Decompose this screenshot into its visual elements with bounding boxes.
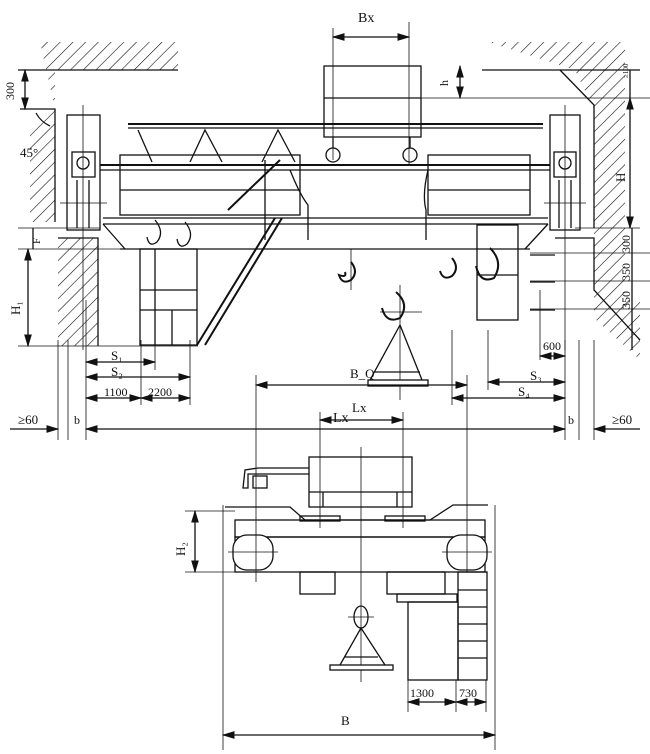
label-h: h xyxy=(437,80,451,86)
trolley xyxy=(323,65,422,163)
label-350-right-1: 350 xyxy=(619,263,633,281)
label-300-top: 300 xyxy=(3,82,17,100)
bridge xyxy=(98,123,555,250)
label-S2: S₂ xyxy=(111,364,123,379)
side-view: Bx h ≥100 H 300 45° F H₁ 300 350 350 600… xyxy=(3,11,650,440)
label-BQ: B_Q xyxy=(350,366,375,381)
label-H: H xyxy=(613,173,628,182)
end-truck-right xyxy=(544,105,586,350)
building-structure-left xyxy=(18,42,178,346)
dimension-lines-end xyxy=(185,375,497,750)
label-ge60-left: ≥60 xyxy=(18,412,38,427)
end-truck-left xyxy=(60,105,107,350)
label-H2: H₂ xyxy=(173,542,188,556)
label-730: 730 xyxy=(459,686,477,700)
label-S1: S₁ xyxy=(111,348,123,363)
label-H1: H₁ xyxy=(8,301,23,315)
label-S4: S₄ xyxy=(518,384,530,399)
building-structure-right xyxy=(482,42,641,360)
end-view: B_Q Lx H₂ 1300 730 B xyxy=(173,366,497,750)
trolley-end xyxy=(242,456,426,522)
label-300-right: 300 xyxy=(619,235,633,253)
label-Lx-end: Lx xyxy=(352,400,367,415)
label-ge60-right: ≥60 xyxy=(612,412,632,427)
label-1300: 1300 xyxy=(410,686,434,700)
girder-end xyxy=(225,504,492,603)
operator-cab-right xyxy=(476,224,555,321)
dimension-lines-side xyxy=(10,22,650,440)
label-2200: 2200 xyxy=(148,385,172,399)
label-S3: S₃ xyxy=(530,368,542,383)
label-angle-45: 45° xyxy=(20,145,38,160)
label-B: B xyxy=(341,713,350,728)
hook-end xyxy=(329,447,394,682)
label-ge100: ≥100 xyxy=(622,63,630,78)
label-bx: Bx xyxy=(358,11,374,26)
label-1100: 1100 xyxy=(104,385,128,399)
cab-ladder-end xyxy=(407,571,488,681)
label-F: F xyxy=(31,238,43,244)
label-Lx: Lx xyxy=(333,411,349,426)
label-600: 600 xyxy=(543,339,561,353)
label-350-right-2: 350 xyxy=(619,291,633,309)
label-b-right: b xyxy=(568,413,574,427)
operator-cab-left xyxy=(139,159,283,346)
label-b-left: b xyxy=(74,413,80,427)
